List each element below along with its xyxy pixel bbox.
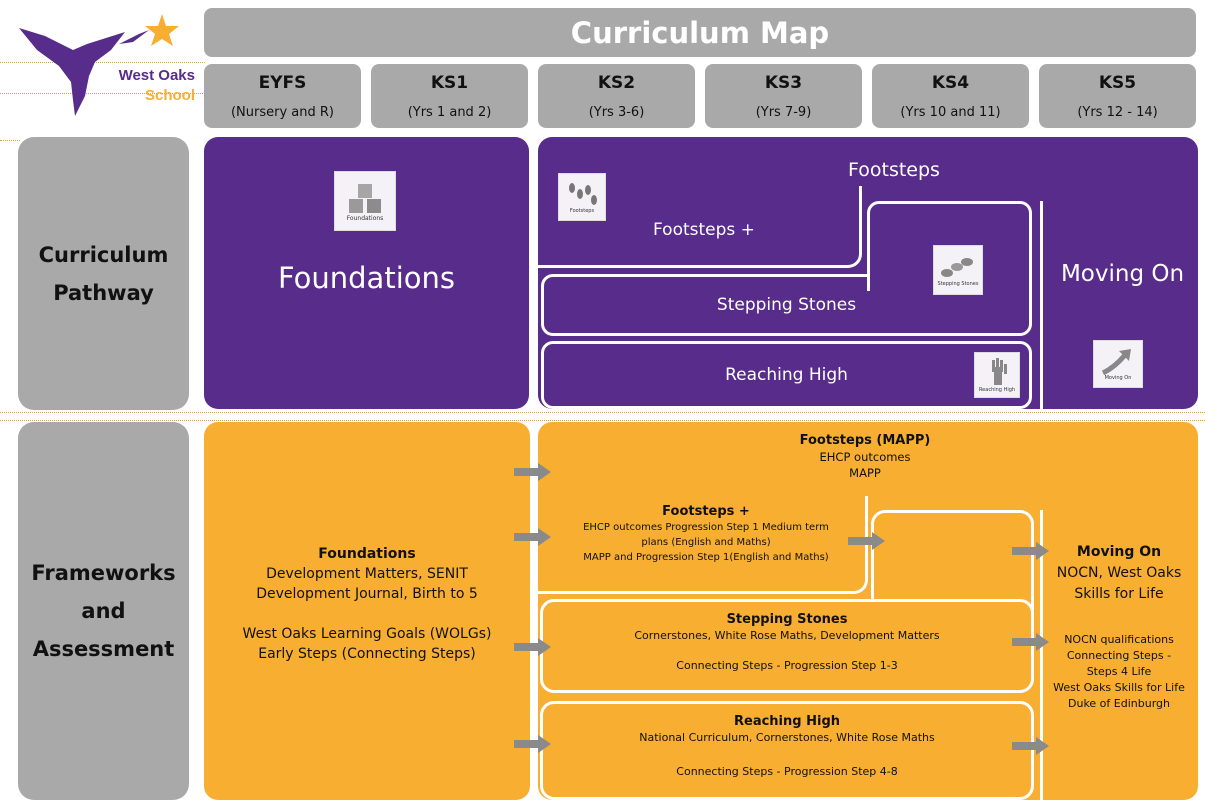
arrow-icon (514, 463, 552, 481)
arrow-icon (1012, 633, 1050, 651)
frameworks-stepping-stones: Stepping Stones Cornerstones, White Rose… (540, 599, 1034, 693)
row-label-curriculum-pathway: Curriculum Pathway (18, 137, 189, 410)
ks-header-eyfs: EYFS (Nursery and R) (204, 64, 361, 128)
arrow-icon (1012, 542, 1050, 560)
frameworks-moving-on-divider (1040, 510, 1043, 800)
ks-header-ks4: KS4 (Yrs 10 and 11) (872, 64, 1029, 128)
frameworks-stepping-stones-top (871, 510, 1034, 610)
frameworks-moving-on-details: NOCN qualifications Connecting Steps - S… (1053, 633, 1185, 710)
pathway-moving-on: Moving On Moving On (1040, 201, 1198, 409)
pathway-foundations: Foundations Foundations (204, 137, 529, 409)
arrow-icon (514, 735, 552, 753)
pathway-reaching-high: Reaching High Reaching High (541, 341, 1032, 409)
hummingbird-icon (19, 14, 179, 116)
arrow-icon (848, 532, 886, 550)
ks-header-ks2: KS2 (Yrs 3-6) (538, 64, 695, 128)
frameworks-footsteps-mapp: Footsteps (MAPP) EHCP outcomes MAPP (799, 433, 931, 480)
ks-header-ks3: KS3 (Yrs 7-9) (705, 64, 862, 128)
blocks-icon (349, 183, 381, 213)
logo-line2: School (144, 87, 195, 104)
frameworks-foundations-title: Foundations (318, 546, 416, 562)
pathway-moving-on-icon: Moving On (1093, 340, 1143, 388)
pathway-reaching-high-label: Reaching High (725, 365, 848, 385)
pathway-footsteps-plus-label: Footsteps + (653, 220, 755, 240)
pathway-stepping-stones-top: Stepping Stones (867, 201, 1032, 295)
frameworks-footsteps-plus-outline (538, 496, 868, 594)
pathway-foundations-label: Foundations (278, 261, 455, 295)
arrow-icon (514, 528, 552, 546)
pathway-moving-on-label: Moving On (1060, 261, 1185, 287)
arrow-icon (514, 638, 552, 656)
ks-header-ks1: KS1 (Yrs 1 and 2) (371, 64, 528, 128)
pathway-footsteps-label: Footsteps (848, 159, 940, 181)
logo-line1: West Oaks (118, 67, 195, 84)
frameworks-foundations: Foundations Development Matters, SENIT D… (204, 422, 530, 800)
frameworks-moving-on: Moving On NOCN, West Oaks Skills for Lif… (1056, 544, 1182, 602)
hand-icon (992, 358, 1007, 385)
pathway-stepping-stones-icon: Stepping Stones (933, 245, 983, 295)
frameworks-reaching-high: Reaching High National Curriculum, Corne… (540, 701, 1034, 800)
page-title: Curriculum Map (204, 8, 1196, 57)
footprints-icon (569, 183, 597, 205)
pathway-stepping-stones-label: Stepping Stones (716, 295, 857, 315)
pathway-foundations-icon: Foundations (334, 171, 396, 231)
arrow-up-icon (1101, 349, 1131, 375)
ks-header-ks5: KS5 (Yrs 12 - 14) (1039, 64, 1196, 128)
star-icon (145, 14, 179, 46)
pathway-footsteps-plus-outline (538, 186, 862, 268)
school-logo: West Oaks School (15, 10, 195, 118)
arrow-icon (1012, 737, 1050, 755)
pathway-reaching-high-icon: Reaching High (974, 352, 1020, 398)
frameworks-footsteps-plus: Footsteps + EHCP outcomes Progression St… (583, 504, 829, 563)
row-label-frameworks: Frameworks and Assessment (18, 422, 189, 800)
pathway-footsteps-icon: Footsteps (558, 173, 606, 221)
stones-icon (941, 258, 973, 277)
